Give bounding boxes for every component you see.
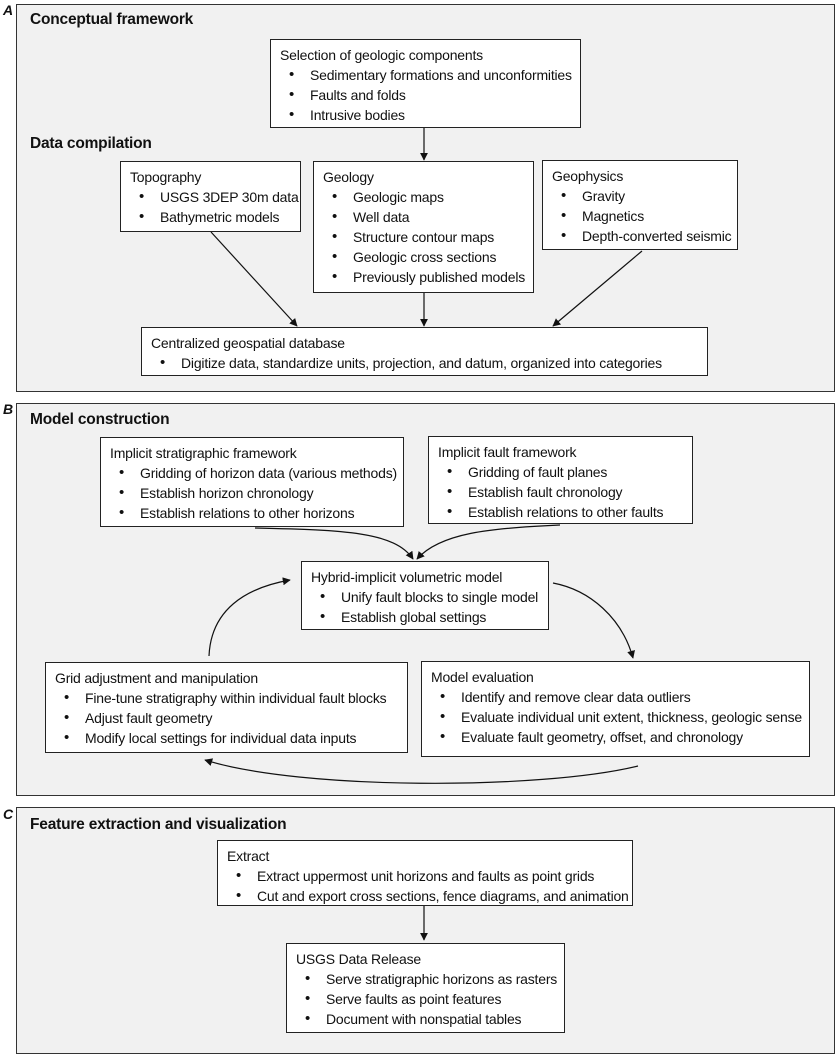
extract-box: Extract Extract uppermost unit horizons … [217,840,633,906]
geophysics-item: Depth-converted seismic [552,226,732,246]
stratigraphic-framework-box: Implicit stratigraphic framework Griddin… [100,437,404,527]
grid-adjustment-item: Fine-tune stratigraphy within individual… [55,688,399,708]
model-construction-heading: Model construction [30,411,170,428]
data-compilation-heading: Data compilation [30,135,152,152]
database-title: Centralized geospatial database [151,335,345,351]
model-evaluation-title: Model evaluation [431,669,534,685]
geology-item: Previously published models [323,267,525,287]
geology-item: Well data [323,207,525,227]
extract-title: Extract [227,848,270,864]
stratigraphic-framework-item: Establish relations to other horizons [110,503,395,523]
geophysics-box: Geophysics Gravity Magnetics Depth-conve… [542,160,738,250]
data-release-box: USGS Data Release Serve stratigraphic ho… [286,943,565,1033]
hybrid-model-item: Establish global settings [311,607,540,627]
data-release-title: USGS Data Release [296,951,421,967]
geology-title: Geology [323,169,374,185]
database-item: Digitize data, standardize units, projec… [151,353,699,373]
selection-title: Selection of geologic components [280,47,483,63]
stratigraphic-framework-item: Establish horizon chronology [110,483,395,503]
topography-box: Topography USGS 3DEP 30m data Bathymetri… [120,161,301,232]
topography-title: Topography [130,169,202,185]
geology-box: Geology Geologic maps Well data Structur… [313,161,534,293]
fault-framework-title: Implicit fault framework [438,444,577,460]
model-evaluation-item: Evaluate fault geometry, offset, and chr… [431,727,801,747]
grid-adjustment-item: Adjust fault geometry [55,708,399,728]
fault-framework-item: Establish fault chronology [438,482,684,502]
model-evaluation-item: Evaluate individual unit extent, thickne… [431,707,802,727]
fault-framework-box: Implicit fault framework Gridding of fau… [428,436,693,524]
geophysics-item: Magnetics [552,206,729,226]
data-release-item: Serve faults as point features [296,989,556,1009]
data-release-item: Serve stratigraphic horizons as rasters [296,969,557,989]
feature-extraction-heading: Feature extraction and visualization [30,816,287,833]
hybrid-model-item: Unify fault blocks to single model [311,587,540,607]
panel-a-letter: A [3,2,14,18]
extract-item: Extract uppermost unit horizons and faul… [227,866,624,886]
panel-c-letter: C [3,806,14,822]
fault-framework-item: Establish relations to other faults [438,502,684,522]
selection-item: Sedimentary formations and unconformitie… [280,65,572,85]
topography-item: Bathymetric models [130,207,292,227]
panel-b-letter: B [3,401,14,417]
extract-item: Cut and export cross sections, fence dia… [227,886,629,906]
selection-box: Selection of geologic components Sedimen… [270,39,581,128]
geophysics-item: Gravity [552,186,729,206]
hybrid-model-box: Hybrid-implicit volumetric model Unify f… [301,561,549,630]
fault-framework-item: Gridding of fault planes [438,462,684,482]
stratigraphic-framework-title: Implicit stratigraphic framework [110,445,297,461]
selection-item: Intrusive bodies [280,105,572,125]
selection-item: Faults and folds [280,85,572,105]
conceptual-framework-heading: Conceptual framework [30,11,194,28]
geophysics-title: Geophysics [552,168,624,184]
hybrid-model-title: Hybrid-implicit volumetric model [311,569,503,585]
stratigraphic-framework-item: Gridding of horizon data (various method… [110,463,397,483]
data-release-item: Document with nonspatial tables [296,1009,556,1029]
topography-item: USGS 3DEP 30m data [130,187,299,207]
grid-adjustment-box: Grid adjustment and manipulation Fine-tu… [45,662,408,753]
database-box: Centralized geospatial database Digitize… [141,327,708,376]
geology-item: Structure contour maps [323,227,525,247]
geology-item: Geologic maps [323,187,525,207]
grid-adjustment-item: Modify local settings for individual dat… [55,728,399,748]
geology-item: Geologic cross sections [323,247,525,267]
model-evaluation-item: Identify and remove clear data outliers [431,687,801,707]
grid-adjustment-title: Grid adjustment and manipulation [55,670,258,686]
model-evaluation-box: Model evaluation Identify and remove cle… [421,661,810,757]
